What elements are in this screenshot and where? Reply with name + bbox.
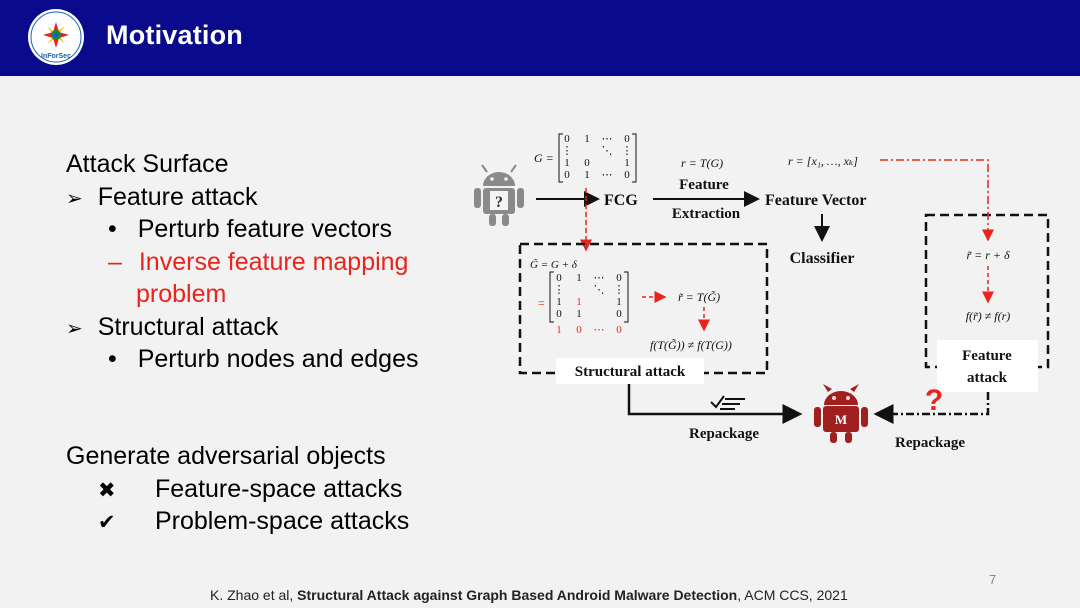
dot-bullet-icon: • (108, 345, 117, 373)
matrix-cell: 1 (584, 169, 590, 181)
r-tilde-equation: r̃ = T(G̃) (678, 290, 720, 304)
feature-attack-label-2: attack (967, 370, 1008, 386)
matrix-cell: 1 (624, 157, 630, 169)
matrix-cell: 1 (564, 157, 570, 169)
matrix-cell: ⋯ (602, 169, 613, 181)
inverse-mapping-label-cont: problem (136, 280, 227, 308)
matrix-cell: 0 (616, 324, 622, 336)
matrix-cell: ⋯ (602, 133, 613, 145)
matrix-cell: ⋮ (622, 145, 633, 157)
equals-sign: = (538, 296, 545, 310)
citation-authors: K. Zhao et al, (210, 587, 298, 603)
dot-bullet-icon: • (108, 215, 117, 243)
matrix-cell: 1 (616, 296, 622, 308)
problem-space-label: Problem-space attacks (155, 507, 410, 535)
list-item-feature-space: ✖ Feature-space attacks (98, 475, 402, 504)
feature-space-label: Feature-space attacks (155, 475, 403, 503)
matrix-cell: ⋯ (594, 272, 605, 284)
matrix-cell: 0 (584, 157, 590, 169)
checklist-icon (710, 395, 745, 410)
matrix-cell: ⋮ (554, 284, 565, 296)
heading-generate-adversarial: Generate adversarial objects (66, 442, 386, 470)
citation-venue: , ACM CCS, 2021 (737, 587, 848, 603)
check-mark-icon: ✔ (98, 511, 116, 534)
repackage-right-label: Repackage (895, 435, 965, 451)
r-equals-t-g: r = T(G) (681, 156, 723, 170)
extraction-label: Extraction (672, 206, 741, 222)
list-item-inverse-feature-mapping: – Inverse feature mapping (108, 248, 408, 277)
g-tilde-equation: G̃ = G + δ (530, 258, 578, 271)
feature-attack-label: Feature attack (97, 183, 258, 211)
list-item-problem-space: ✔ Problem-space attacks (98, 507, 409, 536)
matrix-cell: 0 (564, 169, 570, 181)
feature-attack-label-1: Feature (962, 348, 1012, 364)
classifier-label: Classifier (790, 250, 855, 267)
classifier-inequality: f(T(G̃)) ≠ f(T(G)) (650, 338, 732, 352)
matrix-cell: 1 (556, 324, 562, 336)
matrix-cell: 0 (616, 308, 622, 320)
list-item-structural-attack: ➢ Structural attack (66, 313, 278, 342)
matrix-cell: ⋮ (614, 284, 625, 296)
question-mark: ? (925, 384, 943, 417)
matrix-cell: ⋱ (594, 284, 605, 296)
list-item-perturb-feature-vectors: • Perturb feature vectors (108, 215, 392, 244)
matrix-cell: 1 (584, 133, 590, 145)
matrix-cell: 0 (556, 308, 562, 320)
perturb-feature-vectors-label: Perturb feature vectors (137, 215, 393, 243)
citation-footer: K. Zhao et al, Structural Attack against… (210, 587, 848, 603)
structural-attack-label: Structural attack (97, 313, 279, 341)
matrix-cell: 0 (556, 272, 562, 284)
feature-vector-label: Feature Vector (765, 192, 866, 209)
slide-header: InForSec Motivation (0, 0, 1080, 76)
matrix-cell: 1 (576, 296, 582, 308)
dash-bullet-icon: – (108, 248, 122, 276)
malware-icon: M (814, 384, 868, 443)
f-inequality: f(r̃) ≠ f(r) (966, 309, 1011, 323)
matrix-cell: 0 (576, 324, 582, 336)
list-item-perturb-nodes-edges: • Perturb nodes and edges (108, 345, 418, 374)
slide-title: Motivation (106, 20, 243, 50)
inforsec-logo-icon: InForSec (28, 9, 84, 65)
cross-mark-icon: ✖ (98, 479, 116, 502)
matrix-cell: ⋱ (602, 145, 613, 157)
matrix-cell: 1 (556, 296, 562, 308)
arrow-bullet-icon: ➢ (66, 188, 83, 210)
feature-label: Feature (679, 177, 729, 193)
android-question-mark: ? (495, 194, 503, 211)
matrix-cell: 0 (624, 169, 630, 181)
malware-letter: M (835, 412, 847, 427)
matrix-cell: 0 (564, 133, 570, 145)
citation-title: Structural Attack against Graph Based An… (297, 587, 738, 603)
repackage-left-label: Repackage (689, 426, 759, 442)
inverse-mapping-label: Inverse feature mapping (138, 248, 409, 276)
android-app-icon: ? (474, 164, 524, 226)
logo-text: InForSec (41, 53, 71, 60)
matrix-cell: ⋯ (594, 324, 605, 336)
matrix-cell: 0 (616, 272, 622, 284)
matrix-cell: 0 (624, 133, 630, 145)
matrix-cell: 1 (576, 272, 582, 284)
page-number: 7 (989, 572, 997, 587)
matrix-cell: ⋮ (562, 145, 573, 157)
g-equation: G = (534, 151, 554, 165)
list-item-feature-attack: ➢ Feature attack (66, 183, 258, 212)
r-vector-equation: r = [x₁, …, xₖ] (788, 154, 858, 168)
structural-attack-label: Structural attack (575, 364, 686, 380)
arrow-bullet-icon: ➢ (66, 318, 83, 340)
fcg-label: FCG (604, 192, 638, 209)
heading-attack-surface: Attack Surface (66, 150, 229, 178)
r-tilde-sum: r̃ = r + δ (966, 248, 1010, 262)
matrix-cell: 1 (576, 308, 582, 320)
perturb-nodes-edges-label: Perturb nodes and edges (137, 345, 419, 373)
